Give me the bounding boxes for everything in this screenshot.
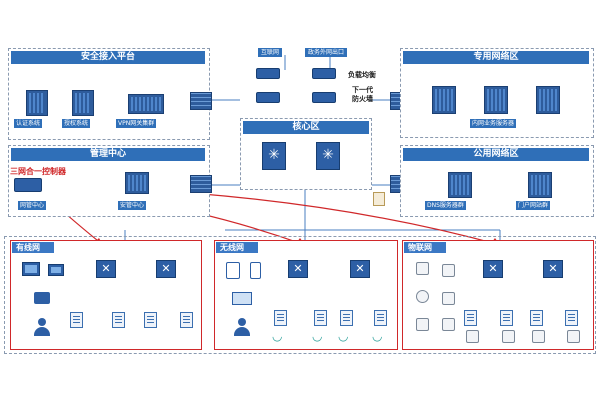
wired-endpoint-2	[112, 312, 125, 328]
public-zone-title: 公用网络区	[403, 148, 589, 161]
desktop-pc-icon	[22, 262, 40, 276]
firewall-left-top	[190, 92, 212, 110]
router-4	[312, 92, 336, 103]
load-balancer-label: 负载均衡	[348, 71, 376, 79]
access-point-1	[274, 310, 287, 326]
iot-panel-icon	[416, 318, 429, 331]
printer-icon	[34, 292, 50, 304]
firewall-left-bottom	[190, 175, 212, 193]
access-zone-title: 安全接入平台	[11, 51, 205, 64]
iot-endpoint-3	[530, 310, 543, 326]
security-mgmt-server	[125, 172, 149, 194]
auth-server	[26, 90, 48, 116]
iot-camera-icon	[442, 292, 455, 305]
security-mgmt-label: 安管中心	[118, 201, 147, 210]
portal-server	[528, 172, 552, 198]
vpn-gateway	[128, 94, 164, 114]
wired-switch-2	[156, 260, 176, 278]
access-point-2	[314, 310, 327, 326]
laptop-icon	[232, 292, 252, 305]
tablet-icon	[226, 262, 240, 279]
wireless-switch-1	[288, 260, 308, 278]
monitor-icon	[48, 264, 64, 276]
access-point-4	[374, 310, 387, 326]
core-zone-title: 核心区	[243, 121, 369, 134]
iot-device-3	[532, 330, 545, 343]
access-point-3	[340, 310, 353, 326]
user-icon	[34, 318, 50, 336]
iot-network-title: 物联网	[404, 242, 446, 253]
internet-label: 互联网	[258, 48, 283, 57]
private-zone-title: 专用网络区	[403, 51, 589, 64]
iot-network-box	[402, 240, 594, 350]
network-mgmt-device	[14, 178, 42, 192]
mgmt-zone-title: 管理中心	[11, 148, 205, 161]
wifi-icon-4: ◡	[372, 329, 383, 343]
vpn-gateway-label: VPN网关集群	[116, 119, 157, 128]
iot-endpoint-4	[565, 310, 578, 326]
wired-switch-1	[96, 260, 116, 278]
public-zone: 公用网络区	[400, 145, 594, 217]
core-switch-2	[316, 142, 340, 170]
wifi-icon-3: ◡	[338, 329, 349, 343]
wireless-user-icon	[234, 318, 250, 336]
iot-switch-2	[543, 260, 563, 278]
iot-endpoint-1	[464, 310, 477, 326]
egov-exit-label: 政务外网出口	[305, 48, 348, 57]
private-server-1	[432, 86, 456, 114]
authorization-system-label: 授权系统	[62, 119, 91, 128]
dns-server-label: DNS服务器群	[425, 201, 466, 210]
core-zone: 核心区	[240, 118, 372, 190]
private-server-label: 内网业务服务器	[470, 119, 517, 128]
wired-endpoint-3	[144, 312, 157, 328]
wireless-switch-2	[350, 260, 370, 278]
wifi-icon-1: ◡	[272, 329, 283, 343]
iot-device-2	[502, 330, 515, 343]
phone-icon	[250, 262, 261, 279]
wifi-icon-2: ◡	[312, 329, 323, 343]
dns-server	[448, 172, 472, 198]
iot-sensor-icon-1	[416, 262, 429, 275]
authorization-server	[72, 90, 94, 116]
controller-label: 三网合一控制器	[10, 167, 66, 176]
auth-system-label: 认证系统	[14, 119, 43, 128]
wired-endpoint-1	[70, 312, 83, 328]
private-server-2	[484, 86, 508, 114]
document-icon	[373, 192, 385, 206]
wired-endpoint-4	[180, 312, 193, 328]
portal-server-label: 门户网站群	[516, 201, 551, 210]
iot-switch-icon	[442, 318, 455, 331]
private-server-3	[536, 86, 560, 114]
access-layer-container	[4, 236, 596, 354]
network-mgmt-label: 网管中心	[18, 201, 47, 210]
router-1	[256, 68, 280, 79]
router-2	[312, 68, 336, 79]
router-3	[256, 92, 280, 103]
wired-network-title: 有线网	[12, 242, 54, 253]
iot-device-1	[466, 330, 479, 343]
ngfw-label: 下一代 防火墙	[352, 86, 373, 103]
iot-device-4	[567, 330, 580, 343]
iot-sensor-icon-2	[442, 264, 455, 277]
core-switch-1	[262, 142, 286, 170]
smoke-detector-icon	[416, 290, 429, 303]
iot-endpoint-2	[500, 310, 513, 326]
wireless-network-title: 无线网	[216, 242, 258, 253]
iot-switch-1	[483, 260, 503, 278]
